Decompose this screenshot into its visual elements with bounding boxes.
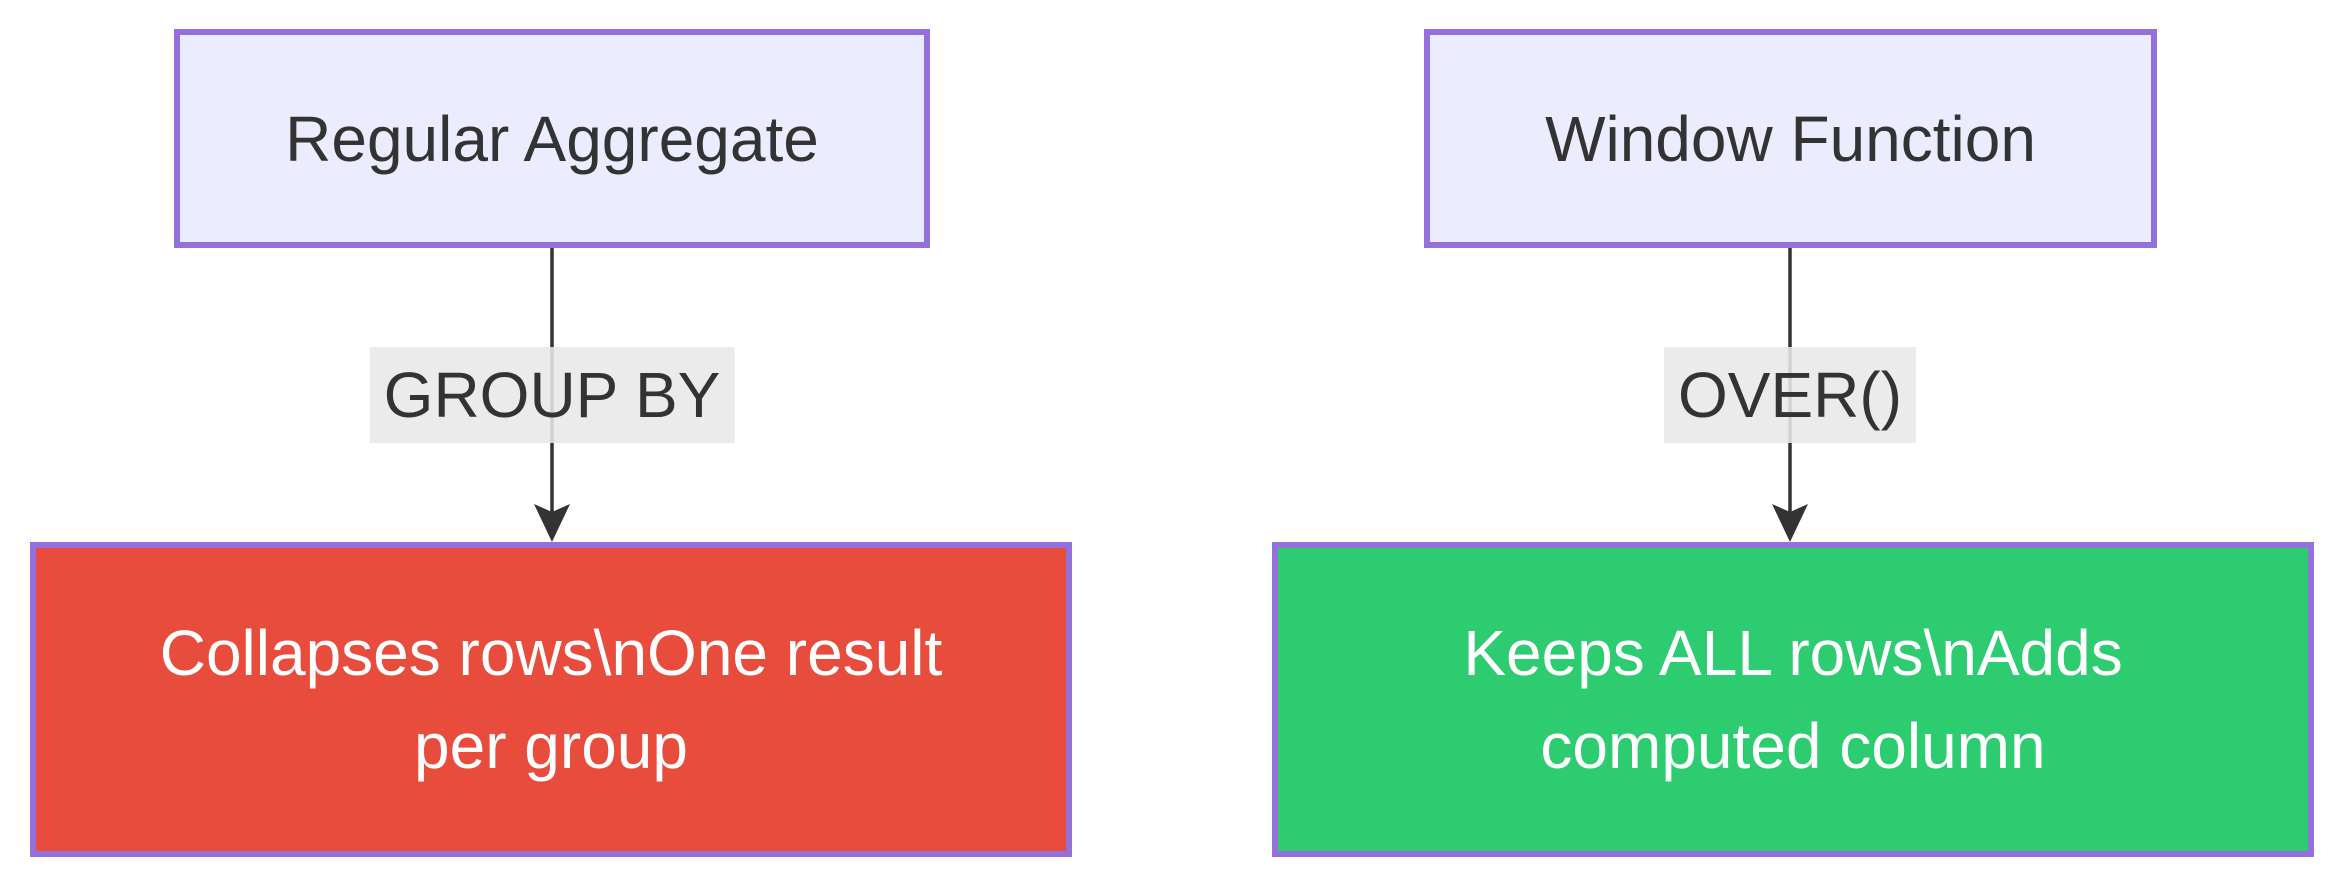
- node-collapses-rows: Collapses rows\nOne result per group: [30, 542, 1072, 857]
- edge-label-group-by-text: GROUP BY: [383, 359, 721, 431]
- arrowhead-down-icon: [534, 504, 570, 542]
- node-collapses-rows-label: Collapses rows\nOne result per group: [160, 607, 943, 793]
- node-window-function-label: Window Function: [1545, 102, 2036, 175]
- edge-label-over: OVER(): [1664, 347, 1916, 443]
- node-collapses-rows-line1: Collapses rows\nOne result: [159, 616, 943, 689]
- edge-label-group-by: GROUP BY: [369, 347, 735, 443]
- node-regular-aggregate: Regular Aggregate: [174, 29, 930, 248]
- edge-label-over-text: OVER(): [1678, 359, 1902, 431]
- node-keeps-all-rows-line2: computed column: [1540, 709, 2046, 782]
- node-keeps-all-rows-line1: Keeps ALL rows\nAdds: [1463, 616, 2123, 689]
- node-window-function: Window Function: [1424, 29, 2157, 248]
- node-keeps-all-rows: Keeps ALL rows\nAdds computed column: [1272, 542, 2314, 857]
- node-collapses-rows-line2: per group: [414, 709, 688, 782]
- node-keeps-all-rows-label: Keeps ALL rows\nAdds computed column: [1463, 607, 2122, 793]
- node-regular-aggregate-label: Regular Aggregate: [285, 102, 819, 175]
- arrowhead-down-icon: [1772, 504, 1808, 542]
